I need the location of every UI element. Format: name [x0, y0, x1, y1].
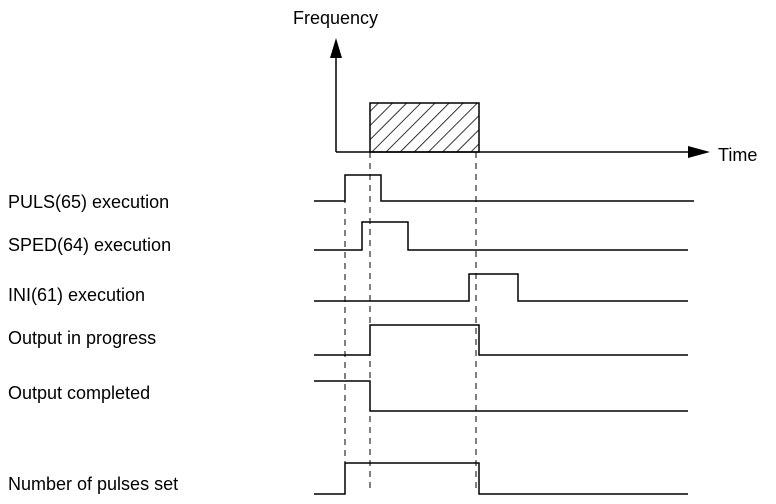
frequency-axis-label: Frequency	[293, 8, 378, 28]
signal-label-output-completed: Output completed	[8, 383, 150, 403]
waveform-sped	[314, 221, 688, 251]
signal-label-puls: PULS(65) execution	[8, 192, 169, 212]
signal-label-pulses-set: Number of pulses set	[8, 474, 178, 494]
frequency-time-axes: Frequency Time	[293, 8, 757, 165]
pulse-output-region	[369, 102, 480, 153]
signal-label-ini: INI(61) execution	[8, 285, 145, 305]
waveform-pulses-set	[314, 462, 688, 495]
waveform-output-in-progress	[314, 324, 688, 356]
waveform-output-completed	[314, 380, 688, 412]
time-axis-arrowhead	[688, 146, 710, 158]
frequency-axis-arrowhead	[330, 38, 342, 58]
signal-label-output-in-progress: Output in progress	[8, 328, 156, 348]
signal-label-sped: SPED(64) execution	[8, 235, 171, 255]
waveform-ini	[314, 273, 688, 302]
time-axis-label: Time	[718, 145, 757, 165]
waveform-puls	[314, 174, 694, 202]
